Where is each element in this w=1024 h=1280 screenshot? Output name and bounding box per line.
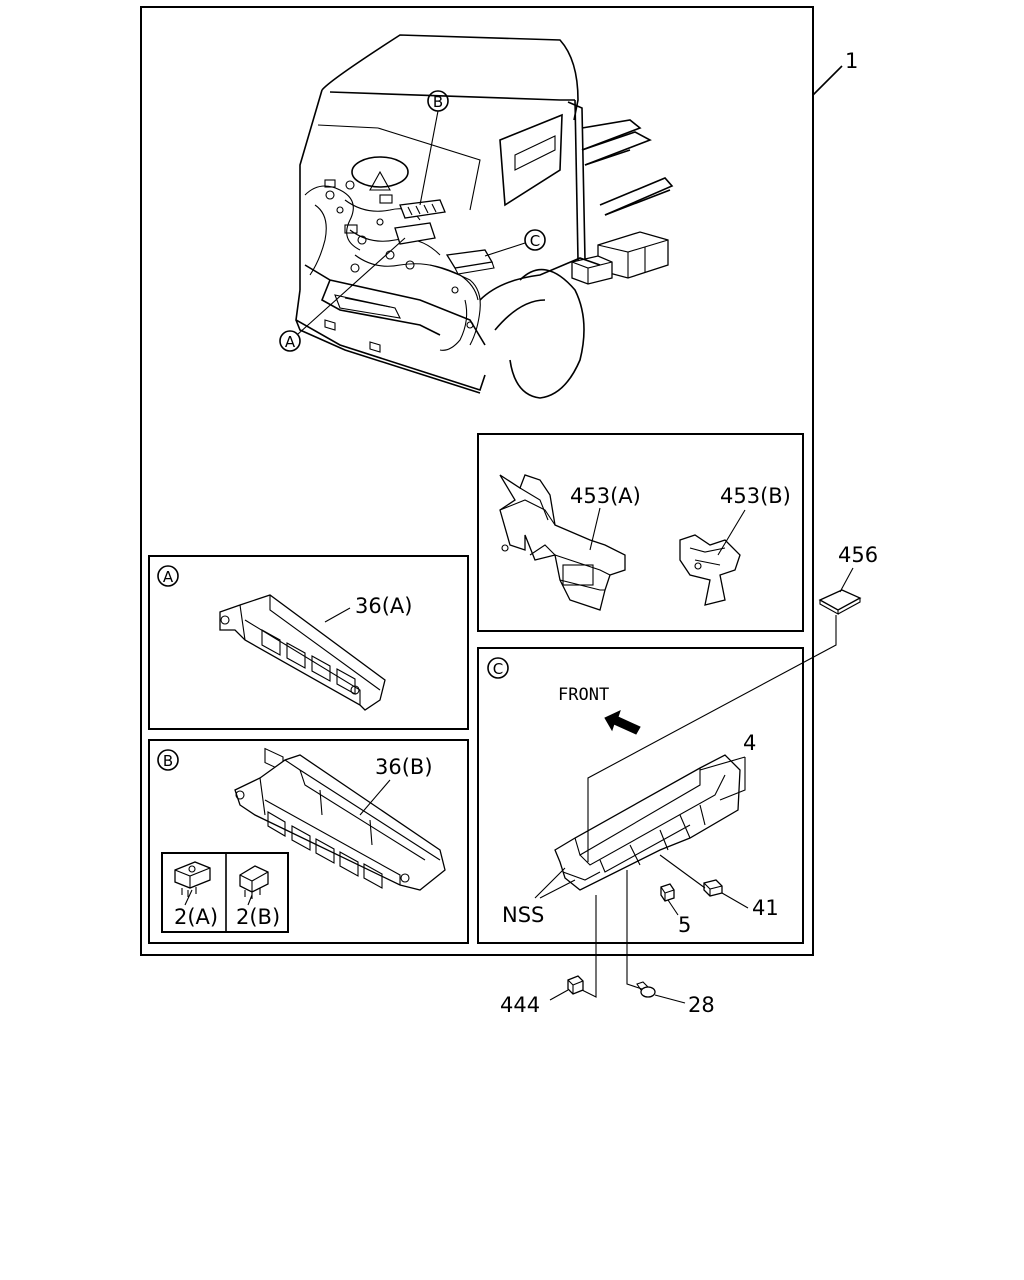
part-4-drawing: [554, 754, 741, 891]
leader-36a: [324, 607, 351, 623]
label-453b: 453(B): [720, 484, 791, 508]
svg-text:A: A: [285, 333, 296, 351]
part-41-drawing: [703, 879, 723, 897]
label-36a: 36(A): [355, 594, 412, 618]
leader-456: [587, 615, 837, 862]
label-5: 5: [678, 913, 691, 937]
leader-nss: [534, 867, 576, 899]
callout-b: B: [419, 90, 449, 206]
label-456: 456: [838, 543, 878, 567]
part-36b-drawing: [234, 754, 446, 891]
part-5-drawing: [660, 883, 675, 902]
label-nss: NSS: [502, 903, 544, 927]
part-2b-drawing: [239, 865, 269, 899]
callout-c: C: [484, 229, 546, 257]
leader-456-tip: [839, 567, 854, 593]
label-front: FRONT: [558, 685, 609, 705]
leader-36b: [359, 779, 391, 816]
leader-2b: [247, 894, 253, 906]
box-b-badge: B: [157, 749, 179, 771]
label-41: 41: [752, 896, 779, 920]
box-c: [477, 647, 804, 944]
leader-28: [626, 870, 646, 991]
truck-cab-illustration: [295, 34, 674, 399]
svg-text:C: C: [493, 660, 503, 678]
front-arrow-icon: [604, 710, 641, 735]
part-453b-drawing: [679, 534, 741, 606]
leader-5: [667, 899, 679, 916]
box-c-badge: C: [487, 657, 509, 679]
svg-text:A: A: [163, 568, 174, 586]
leader-444: [581, 895, 597, 998]
label-part-1: 1: [845, 49, 858, 73]
label-36b: 36(B): [375, 755, 433, 779]
part-28-drawing: [636, 981, 656, 998]
label-2a: 2(A): [174, 905, 218, 929]
leader-2a: [184, 889, 193, 906]
label-2b: 2(B): [236, 905, 280, 929]
svg-text:C: C: [530, 232, 540, 250]
leader-28-tip: [654, 994, 686, 1004]
part-456-drawing: [818, 589, 862, 615]
svg-text:B: B: [433, 93, 443, 111]
callout-a: A: [279, 237, 406, 352]
part-2a-drawing: [174, 861, 211, 897]
part-36a-drawing: [219, 594, 386, 772]
box-a: [148, 555, 469, 730]
box-453: [477, 433, 804, 632]
part-444-drawing: [567, 975, 584, 995]
leader-453a: [589, 507, 601, 551]
leader-453b: [717, 509, 746, 556]
leader-41: [659, 854, 749, 909]
part-453a-drawing: [499, 474, 626, 611]
label-4: 4: [743, 731, 756, 755]
inset-relays: [161, 852, 289, 933]
label-453a: 453(A): [570, 484, 641, 508]
svg-text:B: B: [163, 752, 173, 770]
label-28: 28: [688, 993, 715, 1017]
leader-444-tip: [549, 989, 569, 1001]
box-b: [148, 739, 469, 944]
leader-4: [699, 756, 746, 801]
leader-1: [812, 65, 843, 96]
main-frame: [140, 6, 814, 956]
box-a-badge: A: [157, 565, 179, 587]
label-444: 444: [500, 993, 540, 1017]
